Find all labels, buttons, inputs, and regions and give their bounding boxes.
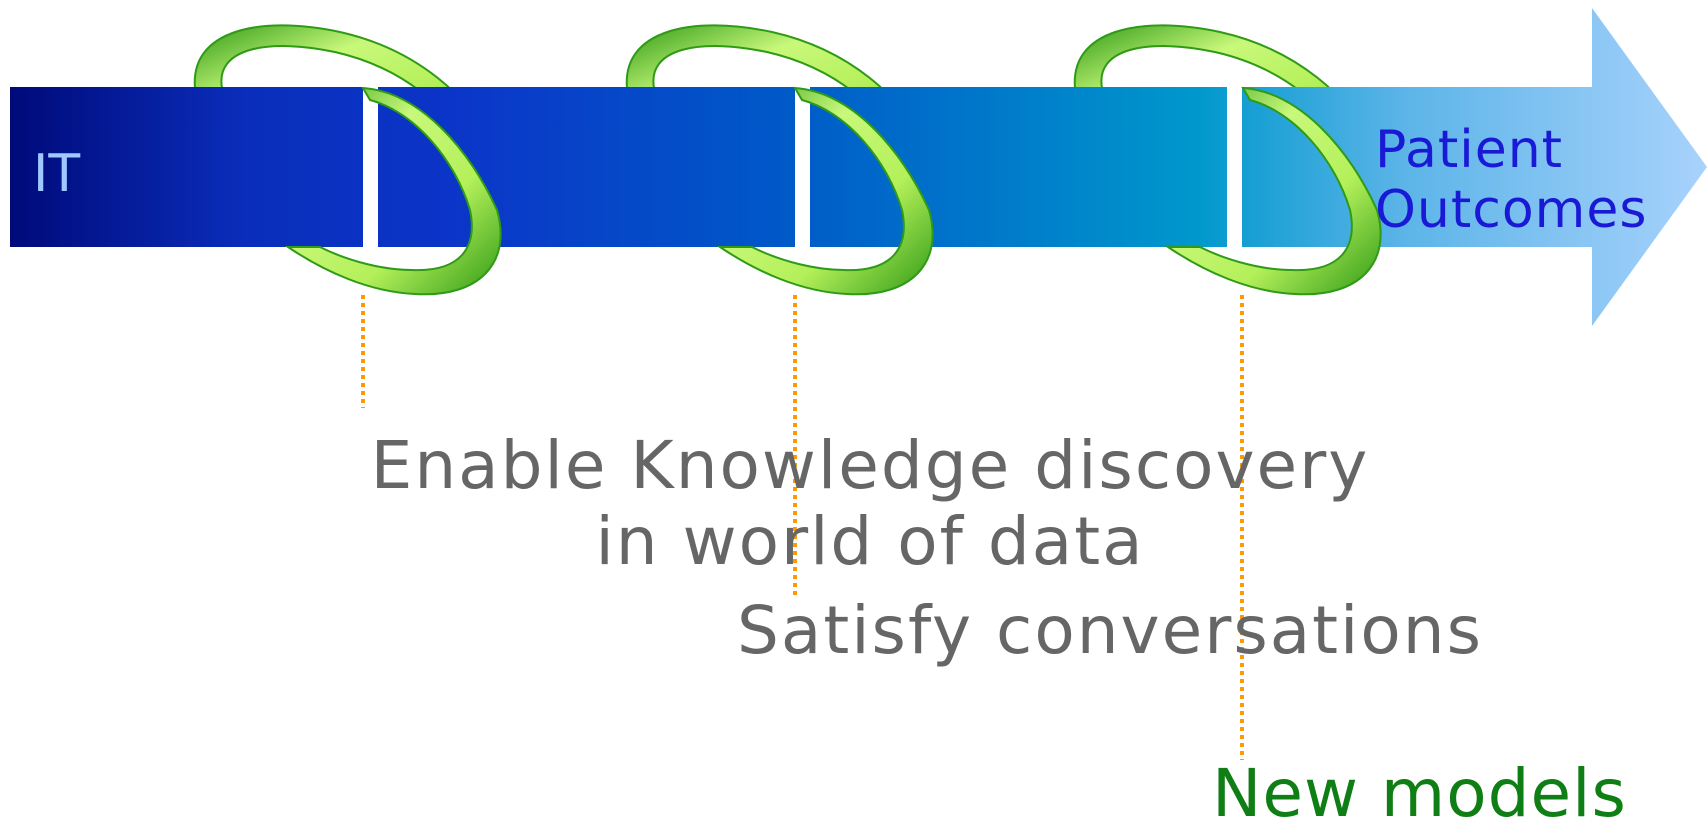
leader-lines [361, 295, 1244, 760]
arrow-segment-2 [378, 87, 795, 247]
ring-1-front [284, 86, 502, 296]
callout-new-models: New models [1212, 755, 1627, 832]
arrow-segment-3 [810, 87, 1227, 247]
end-label-line-1: Patient [1375, 120, 1564, 180]
ring-2-front [716, 86, 934, 296]
callout-enable-line-1: Enable Knowledge discovery [370, 427, 1370, 504]
ring-3-front [1164, 86, 1382, 296]
ring-front-layer [284, 86, 1382, 296]
callout-satisfy: Satisfy conversations [737, 592, 1483, 669]
start-label: IT [33, 144, 81, 204]
arrow-segment-1 [10, 87, 363, 247]
callout-enable-line-2: in world of data [595, 503, 1145, 580]
callout-enable: Enable Knowledge discovery in world of d… [340, 428, 1400, 580]
end-label-line-2: Outcomes [1375, 180, 1648, 240]
end-label: Patient Outcomes [1375, 120, 1647, 240]
